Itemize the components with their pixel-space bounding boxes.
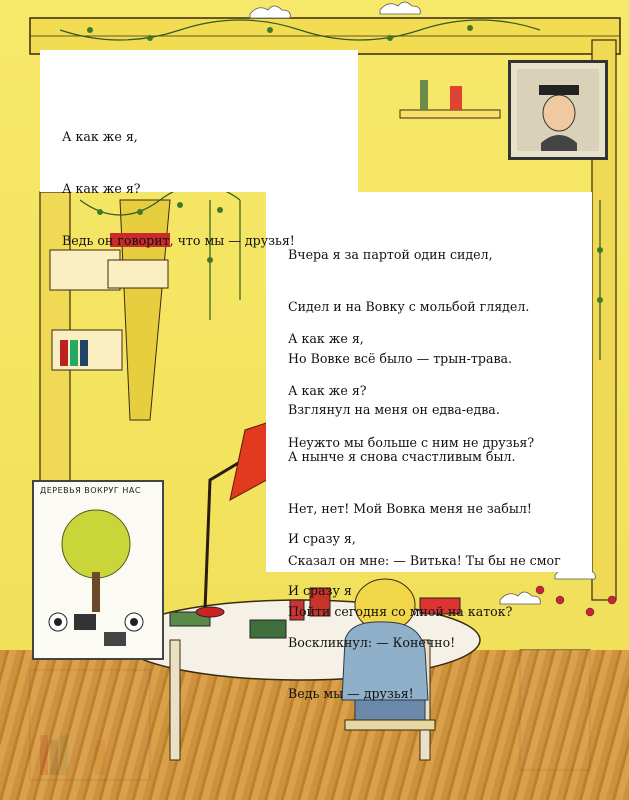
poem-line: Воскликнул: — Конечно! (288, 634, 456, 650)
poem-line: Нет, нет! Мой Вовка меня не забыл! (288, 501, 532, 516)
poem-line: Неужто мы больше с ним не друзья? (288, 434, 535, 450)
poem-line: Но Вовке всё было — трын-трава. (288, 350, 513, 366)
poem-stanza-3: А как же я, А как же я? Неужто мы больше… (288, 296, 534, 485)
poem-line: Сидел и на Вовку с мольбой глядел. (288, 299, 530, 314)
poem-line: И сразу я, (288, 531, 356, 547)
text-panel-top (40, 50, 358, 192)
poem-line: Вчера я за партой один сидел, (288, 247, 493, 263)
text-panel-bottom (266, 392, 592, 572)
poem-line: Взглянул на меня он едва-едва. (288, 402, 500, 418)
portrait-frame (508, 60, 608, 160)
tree-chart-board (32, 480, 164, 660)
poem-stanza-2: Вчера я за партой один сидел, Сидел и на… (288, 212, 529, 453)
poem-stanza-5: И сразу я, И сразу я Воскликнул: — Конеч… (288, 496, 455, 737)
text-panel-middle (266, 192, 592, 392)
poem-line: И сразу я (288, 583, 352, 598)
poem-stanza-4: А нынче я снова счастливым был. Нет, нет… (288, 414, 561, 655)
portrait-picture (517, 69, 599, 151)
poem-line: А нынче я снова счастливым был. (288, 449, 516, 465)
poem-line: Сказал он мне: — Витька! Ты бы не смог (288, 552, 561, 568)
poem-line: А как же я, (288, 331, 364, 347)
poem-line: А как же я? (288, 383, 367, 398)
poem-line: А как же я? (62, 181, 141, 196)
poem-line: А как же я, (62, 129, 138, 145)
poem-line: Ведь мы — друзья! (288, 686, 414, 702)
tree-chart-caption: ДЕРЕВЬЯ ВОКРУГ НАС (40, 486, 141, 495)
poem-line: Ведь он говорит, что мы — друзья! (62, 232, 295, 248)
poem-stanza-1: А как же я, А как же я? Ведь он говорит,… (62, 94, 295, 283)
tree-picture (48, 509, 144, 646)
poem-line: Пойти сегодня со мной на каток? (288, 604, 513, 620)
